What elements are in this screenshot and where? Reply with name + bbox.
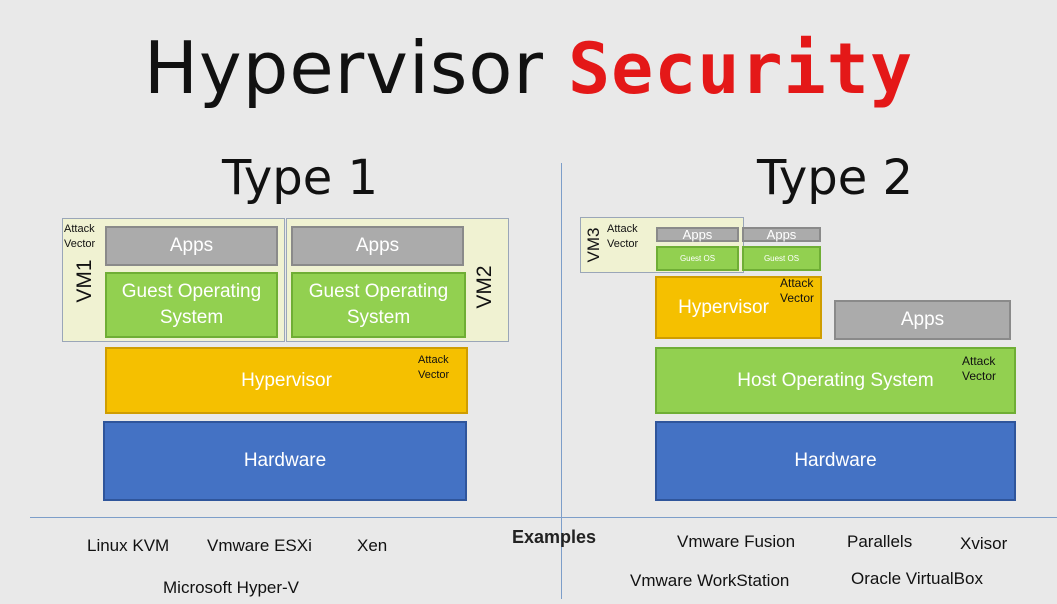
example-parallels: Parallels bbox=[847, 532, 913, 551]
vm2-guest-os-block: Guest Operating System bbox=[291, 272, 466, 338]
vm2-apps-block: Apps bbox=[291, 226, 464, 266]
vm3-label: VM3 bbox=[584, 227, 603, 263]
example-vmware-workstation: Vmware WorkStation bbox=[630, 571, 790, 590]
title-accent: Security bbox=[567, 28, 914, 110]
example-xvisor: Xvisor bbox=[960, 534, 1008, 553]
guest-os-line2: System bbox=[346, 307, 411, 328]
example-oracle-virtualbox: Oracle VirtualBox bbox=[851, 569, 983, 588]
attack-text-line1: Attack bbox=[780, 276, 814, 290]
attack-text-line2: Vector bbox=[780, 291, 815, 305]
type1-heading: Type 1 bbox=[221, 150, 379, 206]
guest-os-line1: Guest Operating bbox=[308, 281, 449, 302]
example-xen: Xen bbox=[357, 536, 388, 555]
vm1-attack-vector: Attack Vector bbox=[64, 222, 106, 252]
vertical-divider bbox=[561, 163, 562, 599]
guest2-os-block: Guest OS bbox=[742, 246, 821, 271]
horizontal-divider bbox=[30, 517, 1057, 518]
attack-text-line1: Attack bbox=[64, 223, 95, 235]
attack-text-line1: Attack bbox=[607, 223, 638, 235]
vm3-attack-vector: Attack Vector bbox=[607, 222, 653, 252]
type1-hypervisor-attack-vector: Attack Vector bbox=[418, 353, 464, 383]
type2-heading: Type 2 bbox=[756, 150, 914, 206]
attack-text-line1: Attack bbox=[418, 354, 449, 366]
type1-hypervisor-block: Hypervisor bbox=[105, 347, 468, 414]
host-os-attack-vector: Attack Vector bbox=[962, 354, 1008, 384]
guest1-os-block: Guest OS bbox=[656, 246, 739, 271]
guest2-apps-block: Apps bbox=[742, 227, 821, 242]
attack-text-line2: Vector bbox=[418, 369, 450, 381]
vm2-label: VM2 bbox=[473, 265, 496, 309]
host-os-block: Host Operating System bbox=[655, 347, 1016, 414]
type2-hypervisor-block: Hypervisor bbox=[655, 276, 822, 339]
vm1-apps-block: Apps bbox=[105, 226, 278, 266]
guest1-apps-block: Apps bbox=[656, 227, 739, 242]
example-vmware-fusion: Vmware Fusion bbox=[677, 532, 796, 551]
attack-text-line2: Vector bbox=[607, 238, 639, 250]
attack-text-line2: Vector bbox=[962, 369, 997, 383]
guest-os-line1: Guest Operating bbox=[121, 281, 262, 302]
type1-hardware-block: Hardware bbox=[103, 421, 467, 501]
attack-text-line2: Vector bbox=[64, 238, 96, 250]
title-main: Hypervisor bbox=[143, 26, 545, 110]
example-vmware-esxi: Vmware ESXi bbox=[207, 536, 312, 555]
type2-hardware-block: Hardware bbox=[655, 421, 1016, 501]
attack-text-line1: Attack bbox=[962, 354, 996, 368]
page-title: Hypervisor Security bbox=[0, 18, 1057, 119]
example-linux-kvm: Linux KVM bbox=[87, 536, 170, 555]
host-apps-block: Apps bbox=[834, 300, 1011, 340]
example-microsoft-hyper-v: Microsoft Hyper-V bbox=[163, 578, 300, 597]
type2-hypervisor-attack-vector: Attack Vector bbox=[780, 276, 826, 306]
vm1-label: VM1 bbox=[73, 259, 96, 303]
vm1-guest-os-block: Guest Operating System bbox=[105, 272, 278, 338]
examples-label: Examples bbox=[512, 527, 597, 547]
guest-os-line2: System bbox=[159, 307, 224, 328]
